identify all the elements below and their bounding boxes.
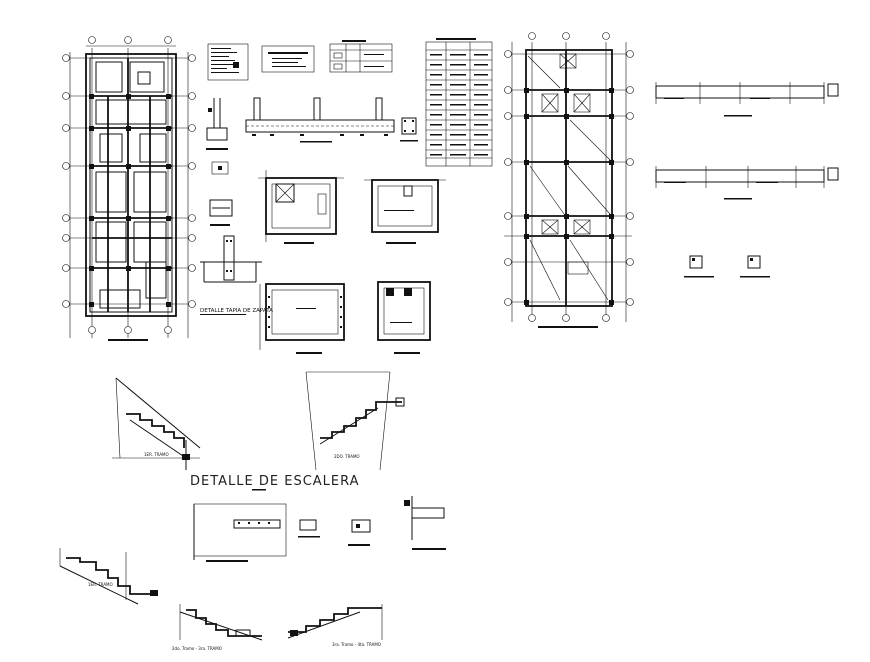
stair-section-2[interactable]: 2DO. TRAMO [305,371,405,471]
beam-elevation[interactable] [245,97,418,143]
cistern-plan-left[interactable] [258,170,344,244]
cistern-section-right[interactable] [377,281,431,354]
rebar-schedule-table[interactable] [425,38,493,167]
cistern-plan-right[interactable] [364,179,446,244]
title-scale-mark [252,489,266,491]
stair-section-3[interactable]: 1ER. TRAMO [59,548,158,605]
stair-section-5[interactable]: 3ra. Tramo - 4ta. TRAMO [287,604,383,647]
small-details-row[interactable] [298,496,446,550]
cistern-section-left[interactable] [259,283,345,354]
column-sections-right[interactable] [684,255,770,278]
legend-boxes[interactable] [261,40,393,73]
stair-label-3: 1ER. TRAMO [88,582,113,587]
stair-label-1: 1ER. TRAMO [144,452,169,457]
stair-label-5: 3ra. Tramo - 4ta. TRAMO [332,642,381,647]
beam-elevation-right-1[interactable] [655,82,839,117]
stair-label-4: 2do. Tramo - 3ra. TRAMO [172,646,222,651]
beam-elevation-right-2[interactable] [655,166,839,200]
stair-section-1[interactable]: 1ER. TRAMO [112,377,201,470]
drawing-title: DETALLE DE ESCALERA [190,474,360,489]
stair-section-4[interactable]: 2do. Tramo - 3ra. TRAMO [172,604,263,651]
slab-plan-right[interactable] [504,32,634,329]
foundation-plan-left[interactable] [62,36,196,342]
column-details-left[interactable]: DETALLE TAPIA DE ZAPATA [200,43,273,315]
slab-detail[interactable] [193,503,287,562]
wall-detail-label: DETALLE TAPIA DE ZAPATA [200,308,273,314]
stair-label-2: 2DO. TRAMO [334,454,360,459]
